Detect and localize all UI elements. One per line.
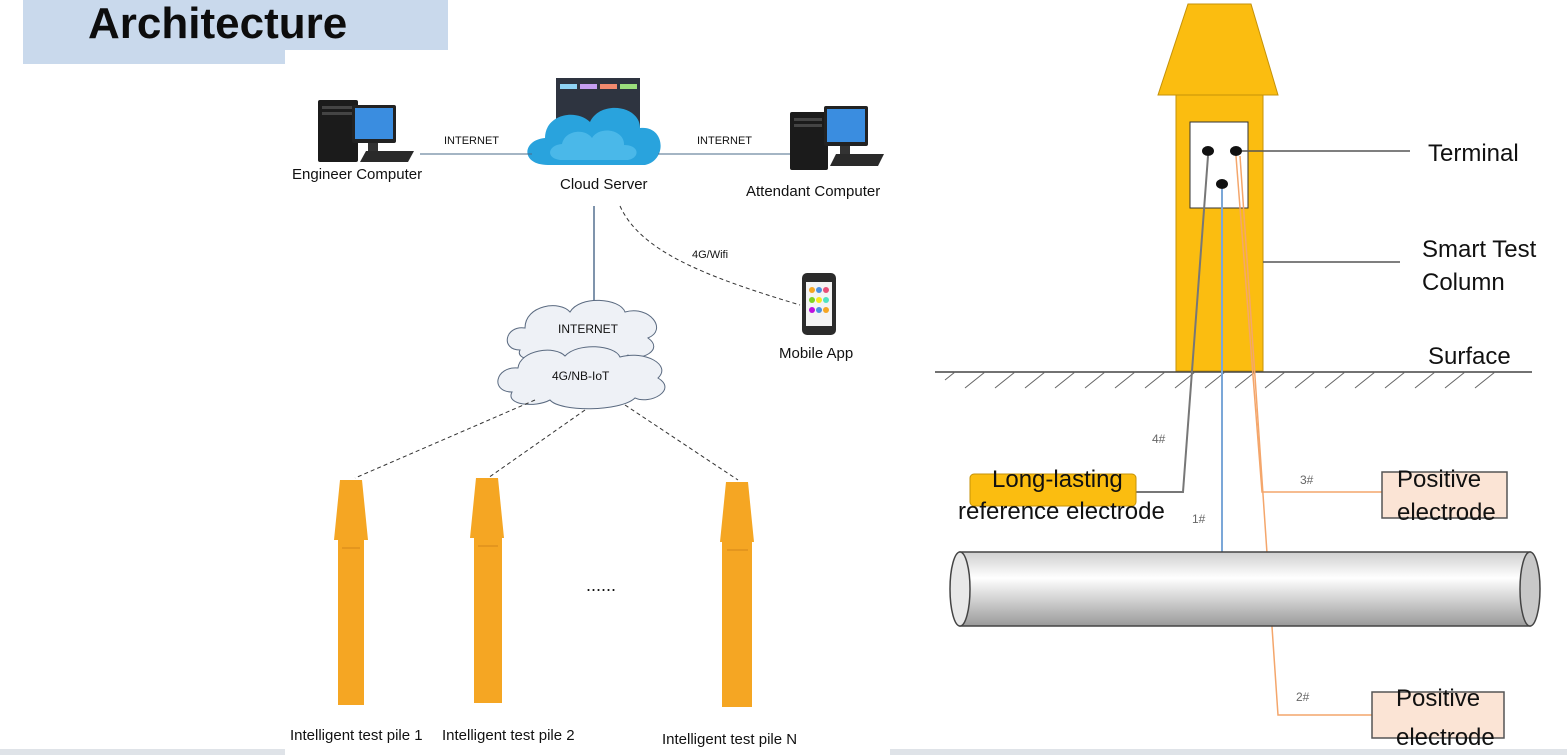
cloud-server-label: Cloud Server bbox=[560, 176, 648, 193]
positive-electrode-2-label-a: Positive bbox=[1396, 685, 1481, 712]
title-banner-tab bbox=[23, 50, 285, 64]
internet-right-label: INTERNET bbox=[697, 135, 752, 147]
positive-electrode-1 bbox=[1381, 471, 1508, 519]
page-title: Architecture bbox=[88, 0, 348, 48]
pile-label-2: Intelligent test pile 2 bbox=[442, 727, 575, 744]
cloud-internet-label: INTERNET bbox=[558, 322, 618, 336]
positive-electrode-2-label-b: electrode bbox=[1396, 724, 1495, 751]
attendant-computer-label: Attendant Computer bbox=[746, 183, 881, 200]
cloud-server-icon bbox=[527, 78, 661, 165]
positive-electrode-2 bbox=[1371, 691, 1505, 739]
positive-electrode-1-label-b: electrode bbox=[1397, 499, 1496, 526]
test-pile-2 bbox=[470, 478, 504, 703]
reference-electrode bbox=[969, 473, 1137, 507]
engineer-computer-icon bbox=[318, 100, 414, 162]
wire-3-label: 3# bbox=[1300, 473, 1314, 487]
positive-electrode-1-label-a: Positive bbox=[1397, 466, 1482, 493]
smart-test-column bbox=[1157, 3, 1279, 372]
mobile-app-label: Mobile App bbox=[779, 345, 854, 362]
wifi-label: 4G/Wifi bbox=[692, 249, 729, 261]
wire-1-label: 1# bbox=[1192, 512, 1206, 526]
ref-electrode-label-1: Long-lasting bbox=[992, 466, 1123, 493]
ellipsis-label: ...... bbox=[586, 575, 617, 595]
test-pile-1 bbox=[334, 480, 368, 705]
mobile-phone-icon bbox=[802, 273, 836, 335]
engineer-computer-label: Engineer Computer bbox=[292, 166, 423, 183]
title-banner bbox=[23, 0, 448, 50]
ref-electrode-label-2: reference electrode bbox=[958, 498, 1165, 525]
pile-label-n: Intelligent test pile N bbox=[662, 731, 798, 748]
pile-label-1: Intelligent test pile 1 bbox=[290, 727, 423, 744]
internet-left-label: INTERNET bbox=[444, 135, 499, 147]
bottom-strip-left bbox=[0, 749, 285, 755]
terminal-label: Terminal bbox=[1428, 140, 1519, 167]
smart-test-label-2: Column bbox=[1422, 269, 1505, 296]
smart-test-label-1: Smart Test bbox=[1422, 236, 1537, 263]
pipeline bbox=[949, 551, 1541, 627]
cloud-nbiot-label: 4G/NB-IoT bbox=[552, 369, 610, 383]
bottom-strip-right bbox=[890, 749, 1567, 755]
ground-hatching bbox=[944, 371, 1496, 389]
test-pile-n bbox=[720, 482, 754, 707]
attendant-computer-icon bbox=[790, 106, 884, 170]
wire-4-label: 4# bbox=[1152, 432, 1166, 446]
nbiot-cloud bbox=[497, 346, 666, 410]
wire-2-label: 2# bbox=[1296, 690, 1310, 704]
surface-label: Surface bbox=[1428, 343, 1511, 370]
